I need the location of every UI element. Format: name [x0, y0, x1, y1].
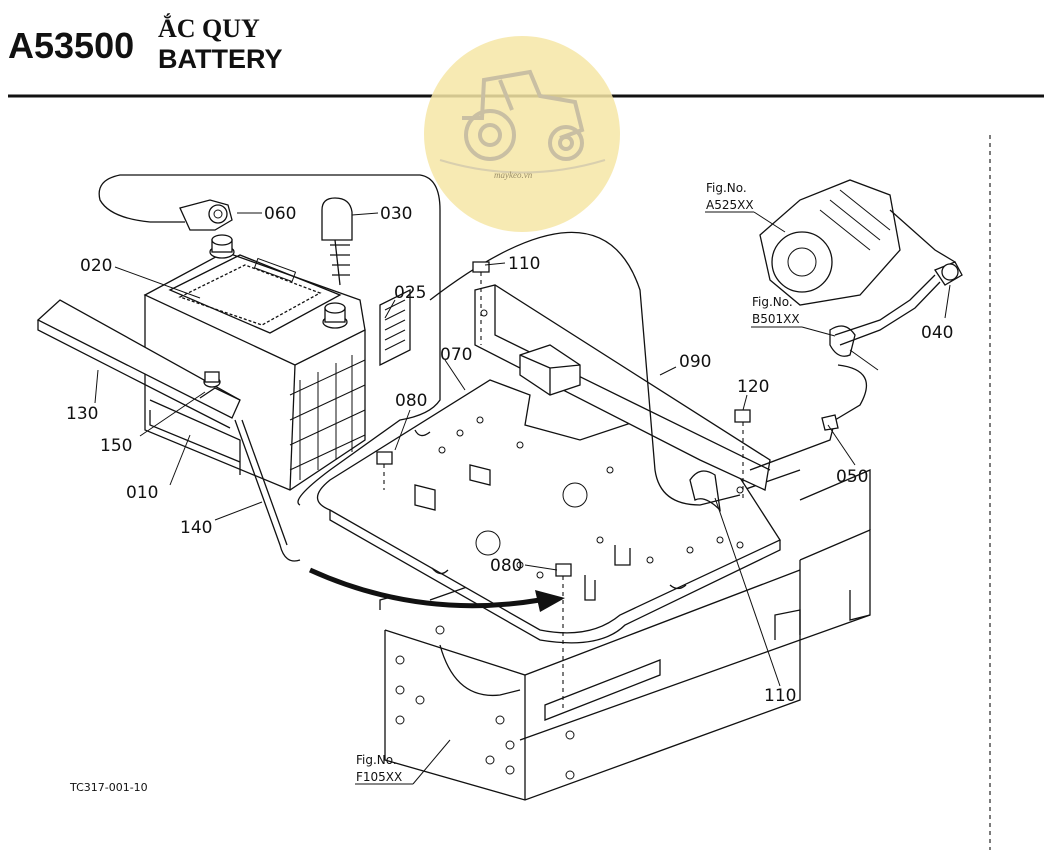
part-label-030: 030 [380, 204, 412, 224]
part-label-020: 020 [80, 256, 112, 276]
part-label-040: 040 [921, 323, 953, 343]
negative-cable [98, 174, 441, 506]
battery-stay-bracket [474, 284, 771, 512]
part-label-060: 060 [264, 204, 296, 224]
bolt-110-b [734, 409, 751, 500]
fig-ref-b501-prefix: Fig.No. [752, 295, 793, 309]
part-label-070: 070 [440, 345, 472, 365]
drawing-code: TC317-001-10 [69, 781, 148, 794]
fig-ref-b501-code: B501XX [752, 312, 800, 326]
assembly-arrow [308, 567, 565, 612]
leader-lines [94, 211, 951, 785]
part-label-080-b: 080 [490, 556, 522, 576]
part-label-090: 090 [679, 352, 711, 372]
positive-cable [429, 231, 741, 506]
part-label-110-a: 110 [508, 254, 540, 274]
starter-cable [749, 261, 963, 471]
tractor-icon [462, 69, 585, 161]
part-label-120: 130 [66, 404, 98, 424]
bolt-080-a [376, 451, 393, 490]
fig-ref-f105-code: F105XX [356, 770, 402, 784]
part-label-110-b: 120 [737, 377, 769, 397]
part-label-080-a: 080 [395, 391, 427, 411]
fig-ref-f105-prefix: Fig.No. [356, 753, 397, 767]
section-code: A53500 [8, 25, 134, 66]
title-english: BATTERY [158, 44, 283, 74]
part-label-100: 110 [764, 686, 796, 706]
part-label-050: 050 [836, 467, 868, 487]
part-label-130: 140 [180, 518, 212, 538]
watermark-logo: maykeo.vn [424, 36, 620, 232]
part-label-140: 150 [100, 436, 132, 456]
positive-terminal-cover [321, 197, 411, 367]
fig-ref-a525-code: A525XX [706, 198, 754, 212]
fig-ref-a525-prefix: Fig.No. [706, 181, 747, 195]
bolt-080-b [555, 563, 572, 710]
battery [143, 234, 366, 491]
watermark-text: maykeo.vn [494, 170, 533, 180]
title-vietnamese: ẮC QUY [158, 14, 260, 43]
starter-motor [759, 179, 956, 306]
part-label-010: 010 [126, 483, 158, 503]
battery-hold-down [36, 299, 301, 562]
part-label-025: 025 [394, 283, 426, 303]
